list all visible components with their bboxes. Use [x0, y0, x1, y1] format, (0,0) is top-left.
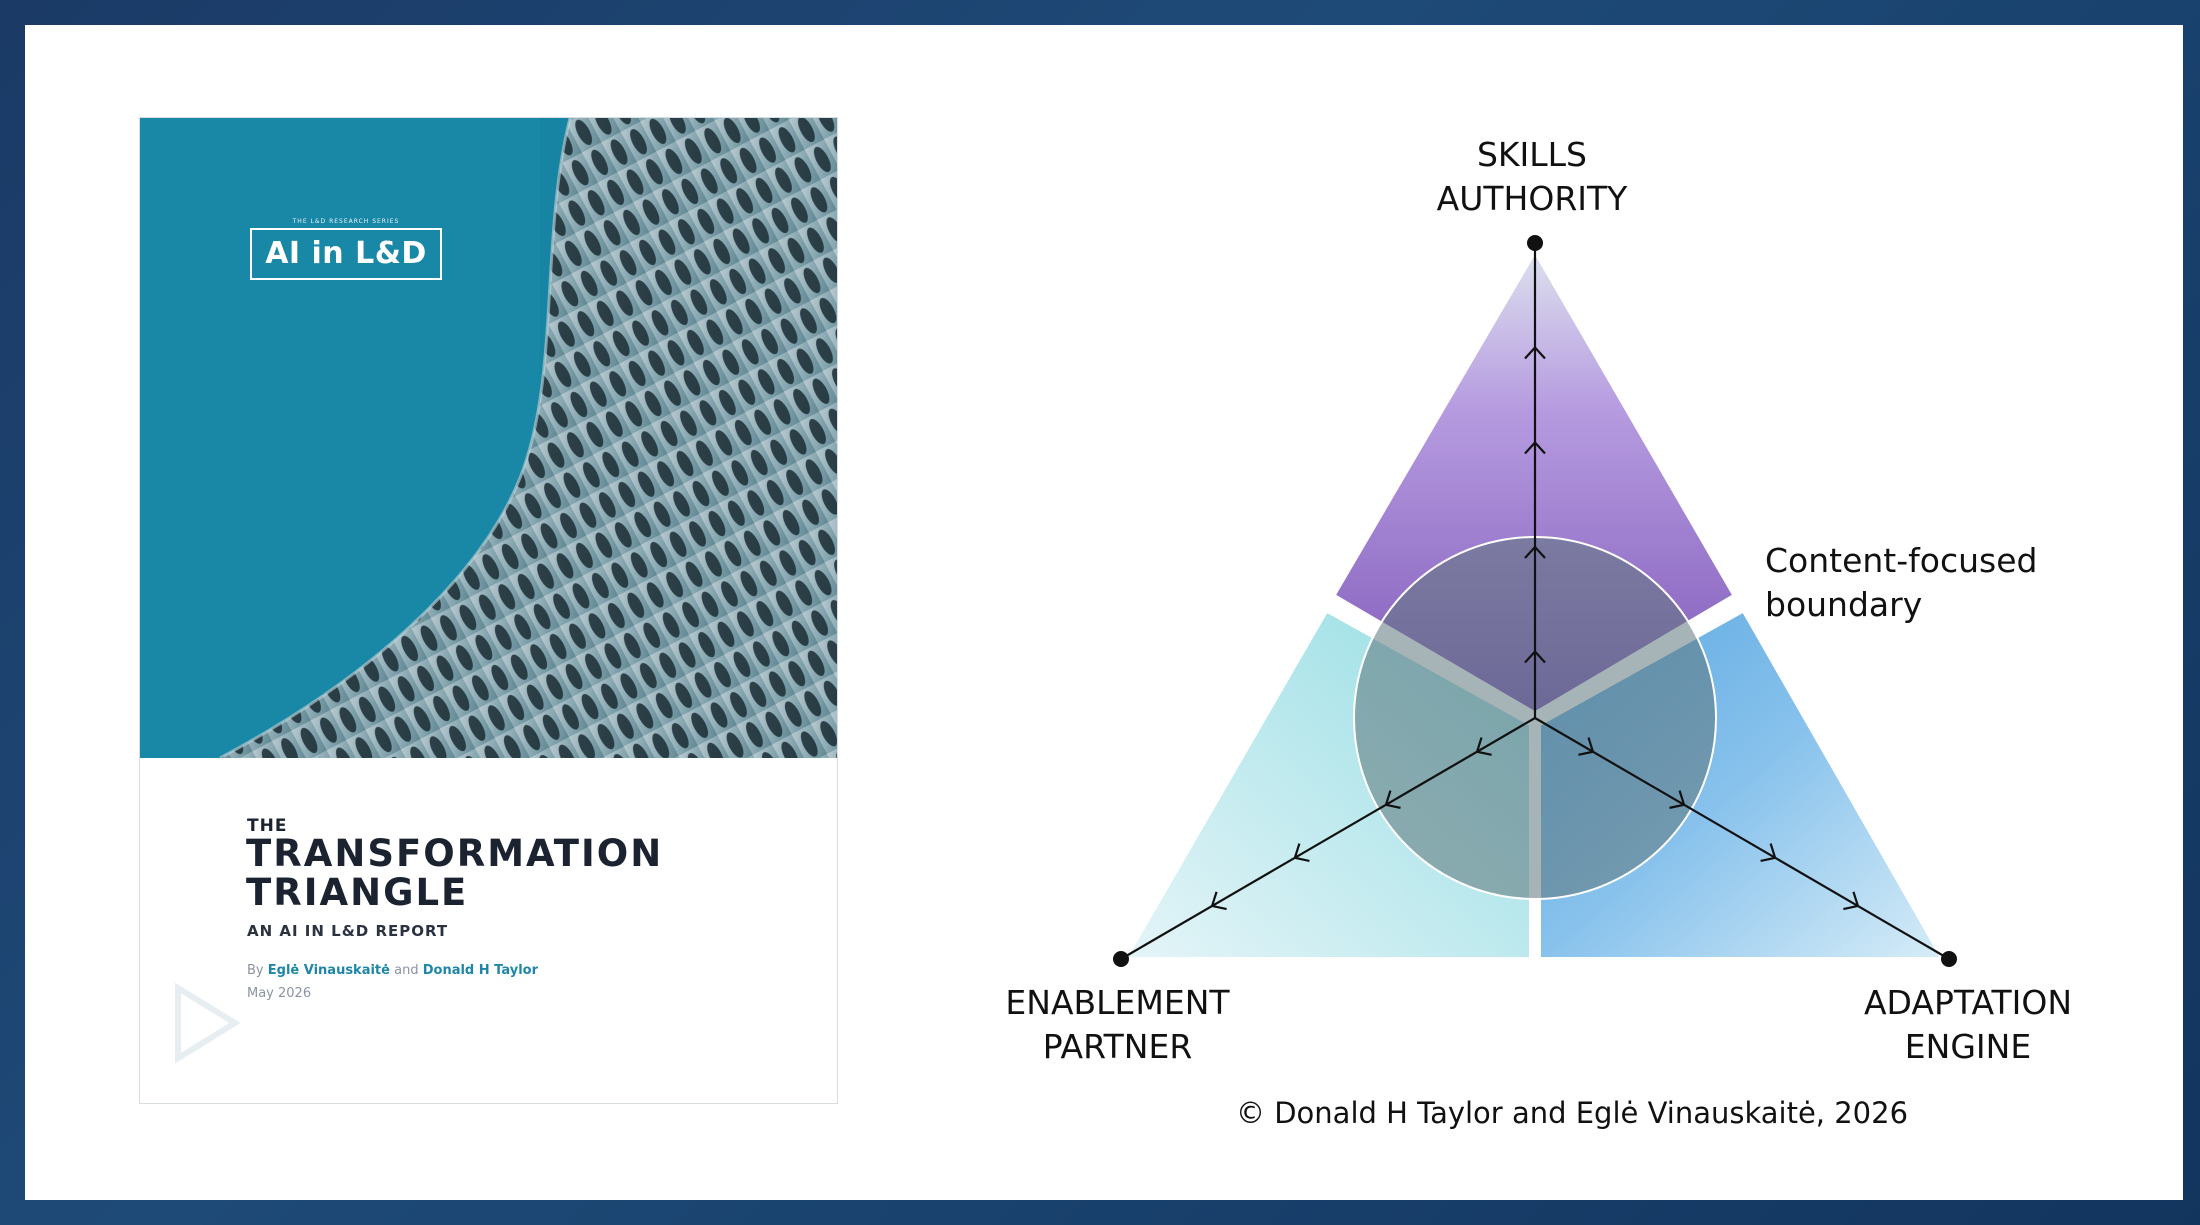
axis-arrow-chevron: [1475, 737, 1492, 756]
author-2: Donald H Taylor: [422, 963, 538, 978]
by-label: By: [247, 963, 264, 978]
series-logo: THE L&D RESEARCH SERIES AI in L&D: [250, 218, 442, 280]
enablement-partner-label-line-1: ENABLEMENT: [1005, 983, 1230, 1022]
and-label: and: [394, 963, 419, 978]
author-1: Eglė Vinauskaitė: [267, 963, 390, 978]
content-focused-boundary-label: Content-focused boundary: [1765, 539, 2037, 627]
adaptation-engine-label-line-1: ADAPTATION: [1863, 983, 2073, 1022]
skills-authority-vertex: [1527, 235, 1543, 251]
skills-authority-label-line-1: SKILLS: [1476, 135, 1588, 174]
cover-title-line-1: TRANSFORMATION: [246, 832, 664, 875]
cover-title-line-2: TRIANGLE: [246, 871, 469, 914]
axis-arrow-chevron: [1578, 737, 1595, 756]
cover-kicker: THE: [247, 816, 288, 836]
cover-text-area: [140, 758, 837, 1103]
axis-arrow-chevron: [1524, 545, 1546, 559]
cover-decoration: [175, 982, 241, 1064]
copyright-notice: © Donald H Taylor and Eglė Vinauskaitė, …: [1236, 1096, 1909, 1130]
skills-authority-label-line-2: AUTHORITY: [1436, 179, 1628, 218]
enablement-partner-label: ENABLEMENT PARTNER: [995, 981, 1240, 1069]
axis-arrow-chevron: [1384, 790, 1401, 809]
axes: [1120, 243, 1950, 960]
report-cover: THE L&D RESEARCH SERIES AI in L&D THE TR…: [139, 117, 838, 1104]
series-name: AI in L&D: [265, 236, 427, 271]
axis-arrow-chevron: [1843, 891, 1860, 911]
cover-subtitle: AN AI IN L&D REPORT: [247, 922, 449, 940]
building-facade-image: [140, 118, 837, 758]
axis-arrow-chevron: [1293, 843, 1310, 862]
cover-title: TRANSFORMATION TRIANGLE: [246, 834, 766, 912]
enablement-partner-vertex: [1113, 951, 1129, 967]
axis-arrows: [1210, 345, 1860, 911]
axis-arrow-chevron: [1760, 843, 1777, 862]
axis-arrow-chevron: [1524, 440, 1546, 455]
axis-adaptation: [1534, 717, 1950, 960]
cover-authors: By Eglė Vinauskaitė and Donald H Taylor: [247, 963, 538, 978]
series-kicker: THE L&D RESEARCH SERIES: [292, 218, 400, 225]
boundary-label-line-1: Content-focused: [1765, 541, 2038, 580]
axis-arrow-chevron: [1524, 649, 1546, 664]
adaptation-engine-label-line-2: ENGINE: [1904, 1027, 2032, 1066]
axis-arrow-chevron: [1524, 345, 1546, 360]
axis-enablement: [1120, 717, 1536, 960]
adaptation-engine-label: ADAPTATION ENGINE: [1848, 981, 2088, 1069]
skills-authority-label: SKILLS AUTHORITY: [1432, 133, 1632, 221]
boundary-label-line-2: boundary: [1765, 585, 1923, 624]
cover-date: May 2026: [247, 986, 312, 1001]
axis-arrow-chevron: [1210, 891, 1227, 911]
adaptation-engine-vertex: [1941, 951, 1957, 967]
cover-photo: THE L&D RESEARCH SERIES AI in L&D: [140, 118, 837, 758]
axis-arrow-chevron: [1669, 790, 1686, 809]
enablement-partner-label-line-2: PARTNER: [1042, 1027, 1193, 1066]
